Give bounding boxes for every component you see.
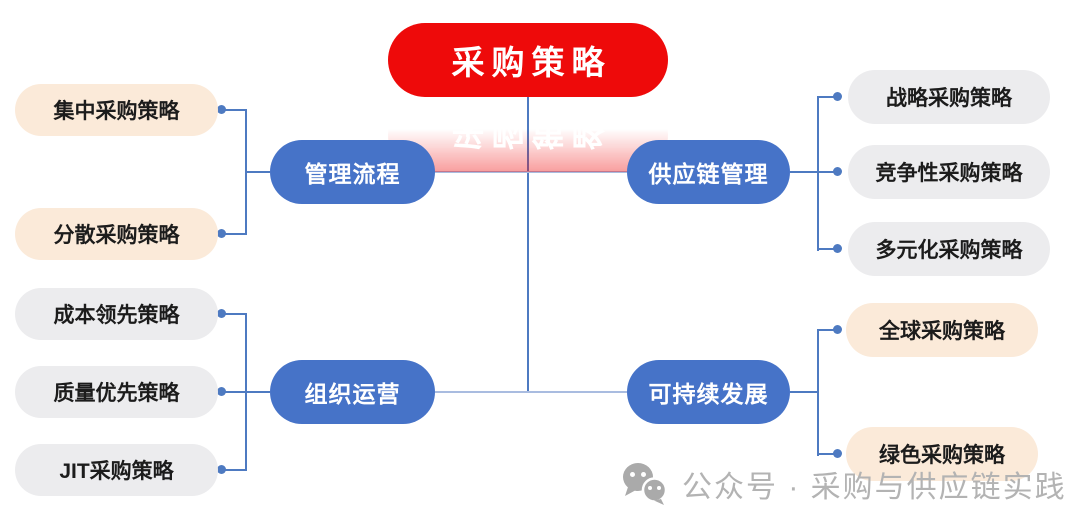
leaf-global-procurement: 全球采购策略 <box>846 303 1038 357</box>
connector-dot <box>833 325 842 334</box>
connector-dot <box>833 92 842 101</box>
connector-line <box>817 96 819 251</box>
connector-dot <box>833 449 842 458</box>
connector-line <box>435 171 627 173</box>
branch-supply-chain-management: 供应链管理 <box>627 140 790 204</box>
connector-line <box>817 96 839 98</box>
connector-line <box>222 391 246 393</box>
branch-management-process: 管理流程 <box>270 140 435 204</box>
connector-line <box>817 453 839 455</box>
connector-dot <box>217 387 226 396</box>
leaf-strategic-procurement: 战略采购策略 <box>848 70 1050 124</box>
leaf-decentralized-procurement: 分散采购策略 <box>15 208 218 260</box>
connector-line <box>817 171 839 173</box>
leaf-competitive-procurement: 竞争性采购策略 <box>848 145 1050 199</box>
connector-line <box>245 391 270 393</box>
connector-line <box>222 109 246 111</box>
connector-line <box>817 248 839 250</box>
root-node-procurement-strategy: 采购策略 <box>388 23 668 97</box>
watermark-text: 公众号 · 采购与供应链实践 <box>682 471 1067 504</box>
connector-line <box>817 329 819 456</box>
connector-line <box>222 469 246 471</box>
connector-dot <box>217 229 226 238</box>
leaf-cost-leadership: 成本领先策略 <box>15 288 218 340</box>
leaf-centralized-procurement: 集中采购策略 <box>15 84 218 136</box>
branch-organization-operations: 组织运营 <box>270 360 435 424</box>
connector-dot <box>833 167 842 176</box>
branch-sustainable-development: 可持续发展 <box>627 360 790 424</box>
leaf-diversified-procurement: 多元化采购策略 <box>848 222 1050 276</box>
connector-line <box>790 171 818 173</box>
leaf-green-procurement: 绿色采购策略 <box>846 427 1038 481</box>
connector-line <box>817 329 839 331</box>
connector-line <box>435 391 627 393</box>
wechat-icon <box>620 461 670 507</box>
watermark: 公众号 · 采购与供应链实践 <box>620 461 1067 507</box>
connector-line <box>527 97 529 392</box>
connector-line <box>222 313 246 315</box>
connector-line <box>245 171 270 173</box>
leaf-quality-first: 质量优先策略 <box>15 366 218 418</box>
connector-dot <box>833 244 842 253</box>
connector-dot <box>217 465 226 474</box>
connector-dot <box>217 105 226 114</box>
connector-line <box>222 233 246 235</box>
connector-line <box>790 391 818 393</box>
connector-dot <box>217 309 226 318</box>
leaf-jit-procurement: JIT采购策略 <box>15 444 218 496</box>
